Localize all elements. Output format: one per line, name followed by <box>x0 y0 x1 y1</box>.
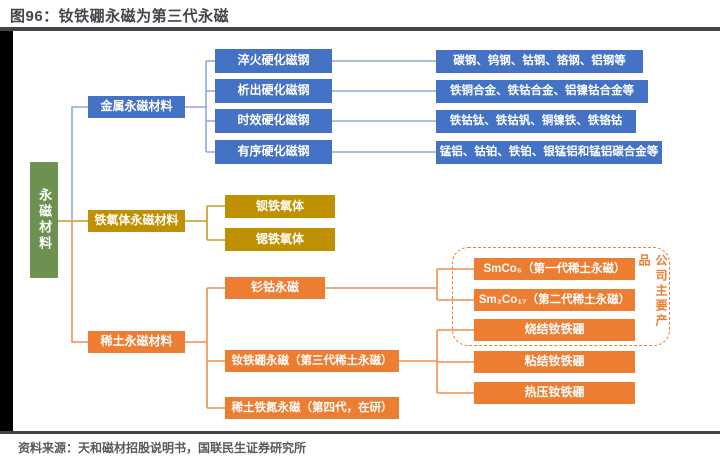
metal-type-node: 淬火硬化磁钢 <box>215 49 332 73</box>
branch-metal: 金属永磁材料 <box>88 96 185 118</box>
product-node: SmCo₅（第一代稀土永磁） <box>474 258 635 280</box>
product-node: Sm₂Co₁₇（第二代稀土永磁） <box>474 289 635 311</box>
product-node: 热压钕铁硼 <box>474 382 635 404</box>
product-node: 烧结钕铁硼 <box>474 319 635 341</box>
left-accent-bar <box>0 31 13 433</box>
figure-title: 图96：钕铁硼永磁为第三代永磁 <box>10 8 230 25</box>
title-divider <box>0 27 720 31</box>
product-node: 粘结钕铁硼 <box>474 351 635 373</box>
rare-earth-child-node: 稀土铁氮永磁（第四代，在研） <box>225 397 399 419</box>
metal-type-node: 有序硬化磁钢 <box>215 140 332 164</box>
ferrite-child-node: 锶铁氧体 <box>225 228 335 251</box>
source-note: 资料来源：天和磁材招股说明书，国联民生证券研究所 <box>18 441 307 455</box>
footer-divider <box>0 431 720 434</box>
metal-alloy-node: 铁铜合金、铁钴合金、铝镍钴合金等 <box>436 80 648 103</box>
branch-rare-earth: 稀土永磁材料 <box>88 331 185 353</box>
metal-type-node: 时效硬化磁钢 <box>215 109 332 133</box>
rare-earth-child-node: 钕铁硼永磁（第三代稀土永磁） <box>225 350 399 372</box>
main-products-group <box>452 247 670 346</box>
metal-alloy-node: 碳钢、钨钢、钴钢、铬钢、铝钢等 <box>436 50 643 73</box>
ferrite-child-node: 钡铁氧体 <box>225 195 335 218</box>
metal-alloy-node: 铁钴钛、铁钴钒、铜镍铁、铁铬钴 <box>436 110 636 133</box>
metal-type-node: 析出硬化磁钢 <box>215 79 332 103</box>
main-products-label: 公司主要产品 <box>637 254 668 329</box>
metal-alloy-node: 锰铝、钴铂、铁铂、银锰铝和锰铝碳合金等 <box>436 141 662 164</box>
rare-earth-child-node: 钐钴永磁 <box>225 277 325 299</box>
branch-ferrite: 铁氧体永磁材料 <box>88 210 185 232</box>
root-node: 永磁材料 <box>30 162 58 278</box>
